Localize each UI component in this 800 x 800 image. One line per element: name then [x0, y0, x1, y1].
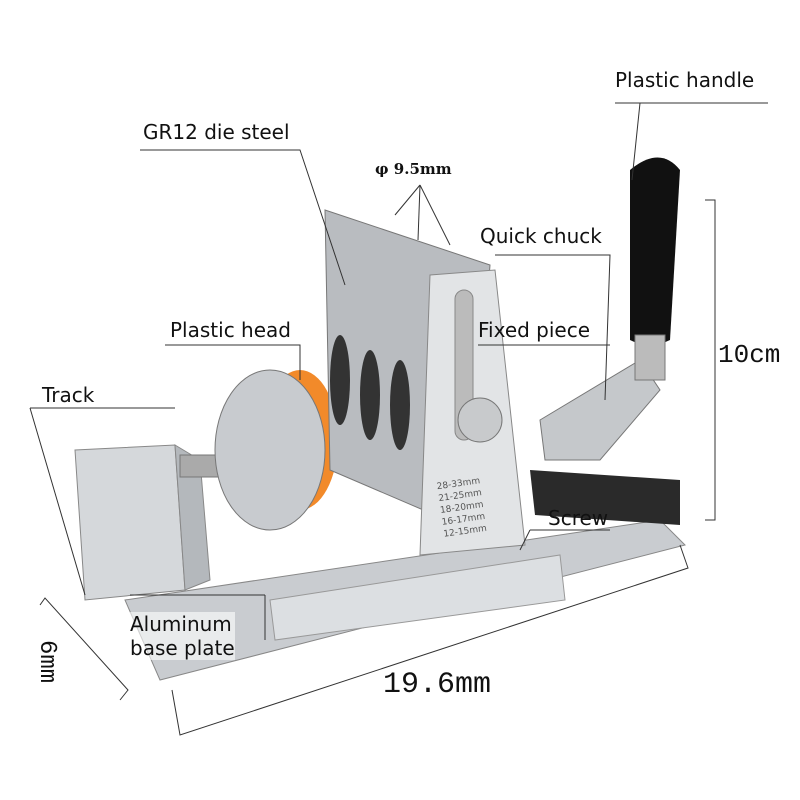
label-screw: Screw [548, 506, 609, 530]
leader-lines [29, 102, 768, 736]
label-plastic-head: Plastic head [170, 318, 291, 342]
label-track: Track [42, 383, 95, 407]
label-diameter: φ 9.5mm [375, 160, 452, 178]
plastic-head-metal [214, 369, 326, 531]
dimension-width: 6mm [33, 640, 60, 684]
label-aluminum-base-plate: Aluminum base plate [130, 612, 235, 660]
label-gr12-die-steel: GR12 die steel [143, 120, 290, 144]
front-plate [269, 554, 566, 641]
dimension-height: 10cm [718, 340, 781, 370]
label-quick-chuck: Quick chuck [480, 224, 602, 248]
label-base-plate: base plate [130, 636, 235, 660]
track-block [74, 444, 186, 601]
quick-chuck [539, 359, 661, 461]
depth-scale: 28-33mm 21-25mm 18-20mm 16-17mm 12-15mm [436, 475, 488, 540]
clamp-base [530, 470, 680, 525]
label-fixed-piece: Fixed piece [478, 318, 591, 342]
label-aluminum: Aluminum [130, 612, 232, 636]
knob [457, 397, 503, 443]
label-plastic-handle: Plastic handle [615, 68, 755, 92]
plastic-handle-grip [630, 157, 680, 345]
dimension-length: 19.6mm [383, 668, 492, 702]
